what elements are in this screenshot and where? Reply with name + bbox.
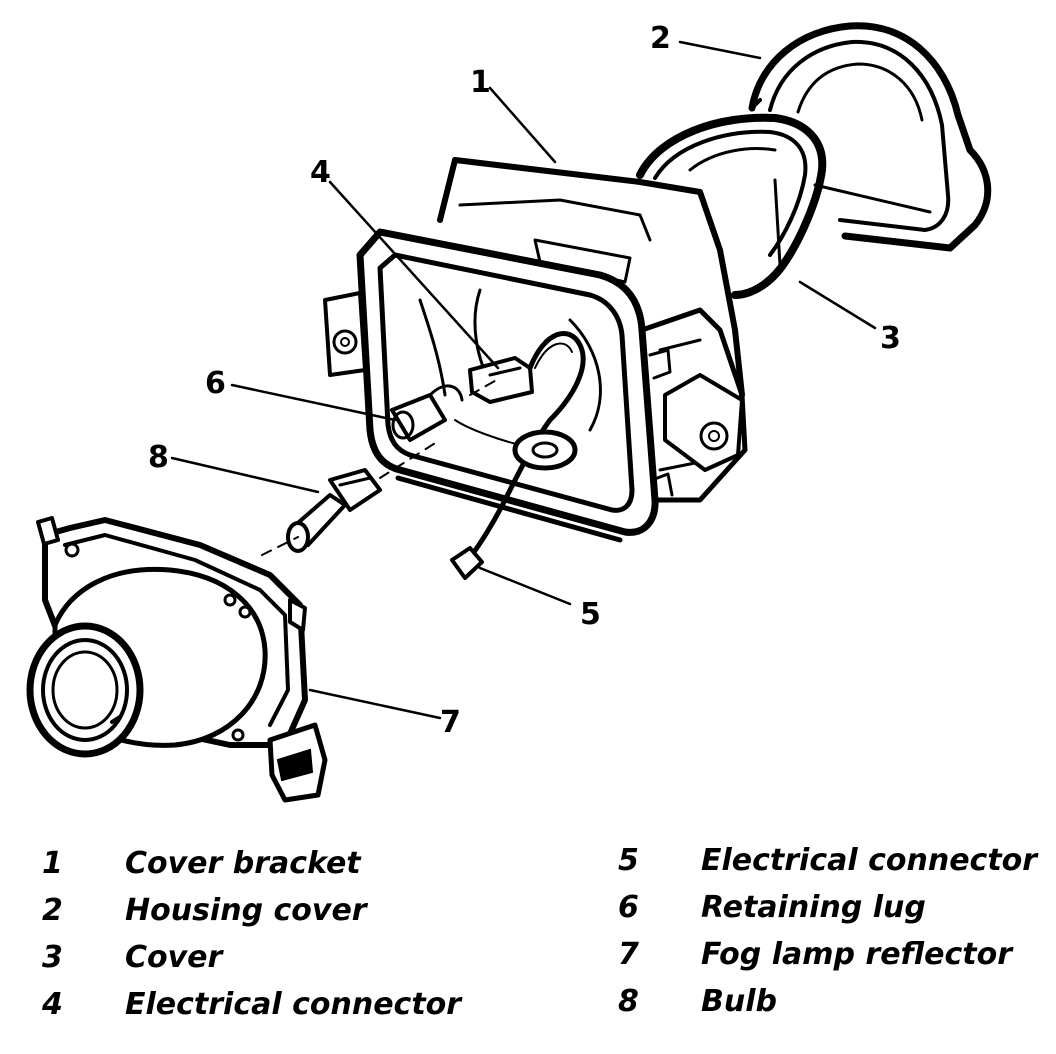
electrical-connector-part: [450, 331, 586, 580]
legend-label: Housing cover: [125, 893, 367, 928]
fog-lamp-exploded-diagram: 1 2 3 4 5 6 7 8: [26, 21, 992, 803]
callout-2: 2: [650, 21, 671, 56]
legend-number: 4: [42, 987, 63, 1022]
legend-label: Electrical connector: [701, 843, 1038, 878]
legend-label: Fog lamp reflector: [701, 937, 1013, 972]
fog-lamp-reflector-part: [26, 516, 328, 803]
legend-number: 1: [42, 846, 63, 881]
leader-lines: [170, 40, 877, 720]
legend-label: Cover: [125, 940, 223, 975]
legend-item: 4 Electrical connector: [42, 987, 502, 1033]
legend-left: 1 Cover bracket 2 Housing cover 3 Cover …: [42, 846, 502, 1036]
legend-number: 3: [42, 940, 63, 975]
legend-number: 7: [618, 937, 639, 972]
legend-right: 5 Electrical connector 6 Retaining lug 7…: [618, 843, 1038, 1033]
callout-7: 7: [440, 705, 461, 740]
bulb-part: [261, 377, 501, 556]
callout-numbers: 1 2 3 4 5 6 7 8: [148, 21, 901, 740]
legend-number: 2: [42, 893, 63, 928]
legend-item: 2 Housing cover: [42, 893, 502, 939]
legend-item: 1 Cover bracket: [42, 846, 502, 892]
retaining-lug-part: [390, 384, 464, 442]
callout-6: 6: [205, 366, 226, 401]
legend-item: 5 Electrical connector: [618, 843, 1038, 889]
cover-bracket-part: [323, 157, 748, 543]
legend-label: Electrical connector: [125, 987, 462, 1022]
cover-part: [636, 113, 827, 299]
legend-label: Retaining lug: [701, 890, 926, 925]
callout-4: 4: [310, 155, 331, 190]
legend-number: 8: [618, 984, 639, 1019]
callout-5: 5: [580, 597, 601, 632]
legend-label: Cover bracket: [125, 846, 361, 881]
legend-number: 5: [618, 843, 639, 878]
callout-3: 3: [880, 321, 901, 356]
legend-item: 8 Bulb: [618, 984, 1038, 1030]
callout-1: 1: [470, 65, 491, 100]
housing-cover-part: [748, 22, 992, 252]
legend-item: 7 Fog lamp reflector: [618, 937, 1038, 983]
legend-number: 6: [618, 890, 639, 925]
legend-label: Bulb: [701, 984, 777, 1019]
callout-8: 8: [148, 440, 169, 475]
legend-item: 6 Retaining lug: [618, 890, 1038, 936]
legend-item: 3 Cover: [42, 940, 502, 986]
